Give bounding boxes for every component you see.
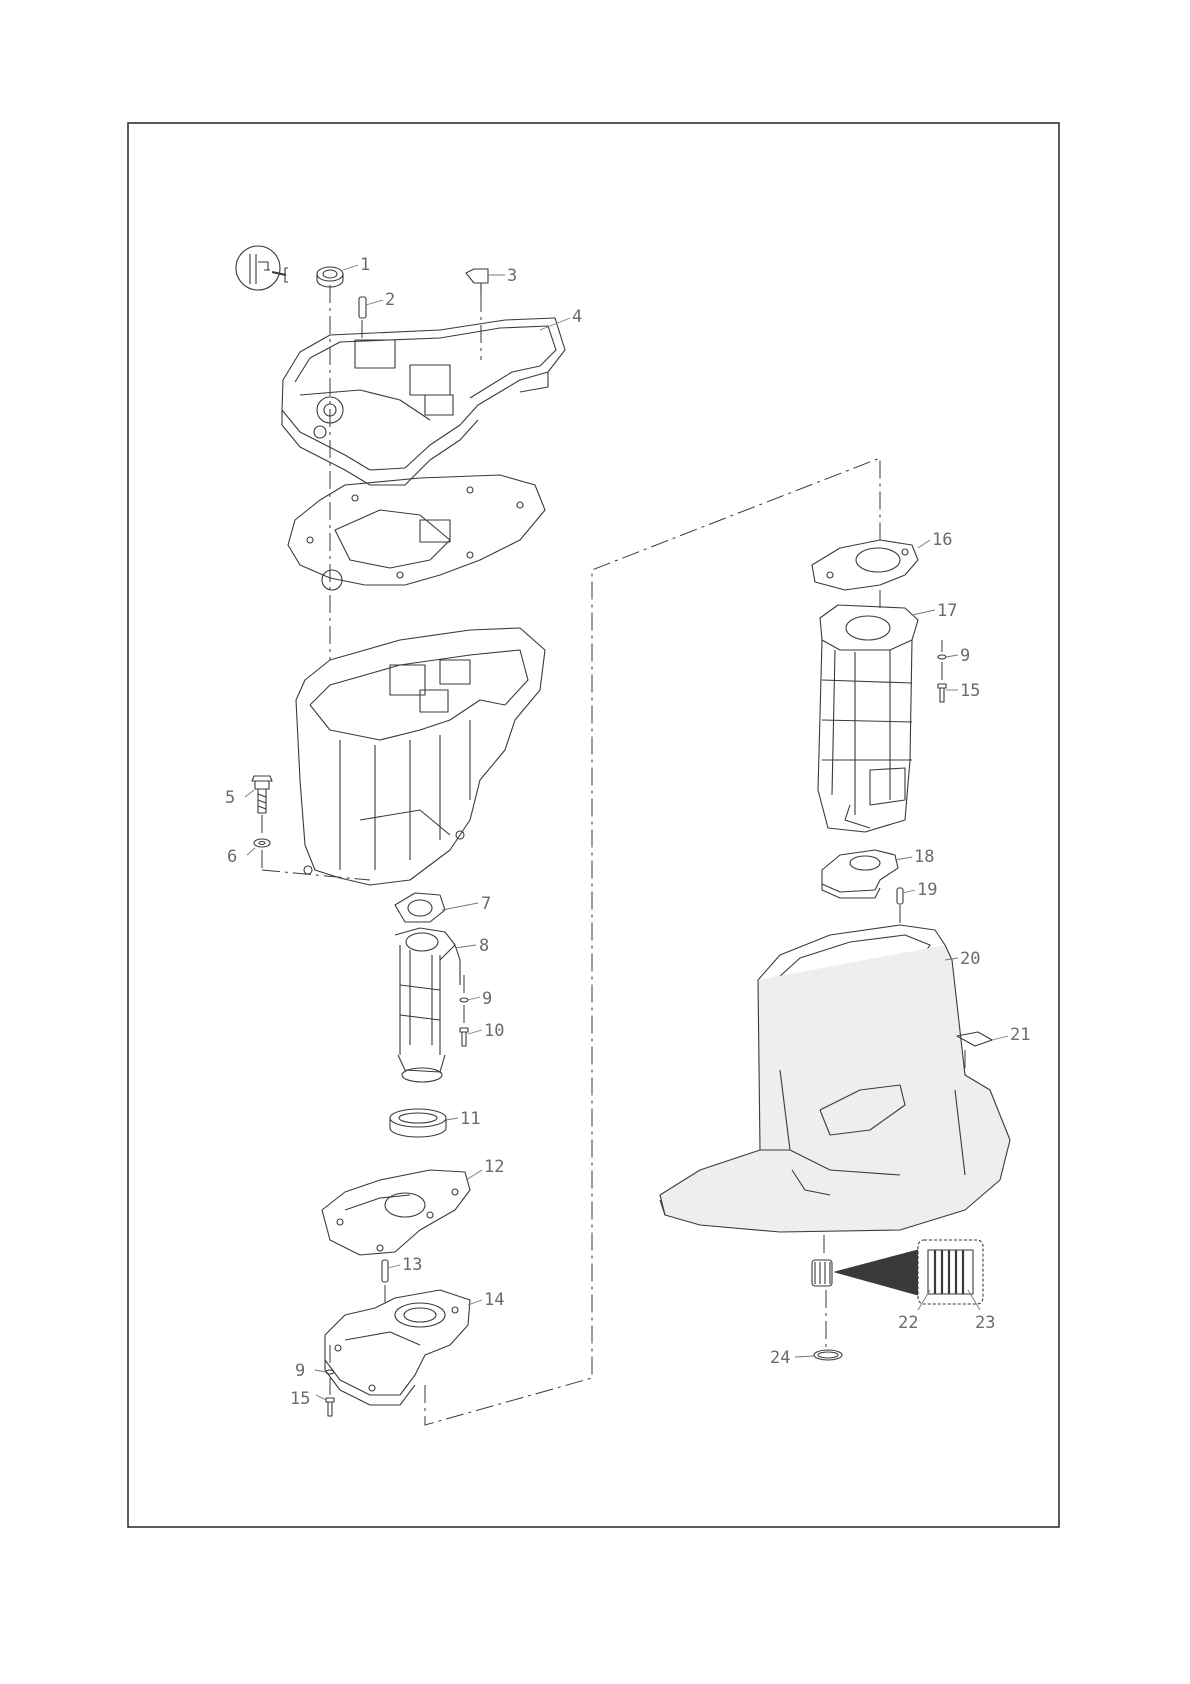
callout-24: 24 [770, 1348, 790, 1368]
callout-9-c: 9 [960, 646, 970, 666]
part-15-screw-a [326, 1398, 334, 1416]
callout-13: 13 [402, 1255, 422, 1275]
part-7-gasket [395, 893, 445, 922]
callout-17: 17 [937, 601, 957, 621]
part-9-washer-a [460, 998, 468, 1002]
part-11-seal [390, 1109, 446, 1137]
callout-19: 19 [917, 880, 937, 900]
housing-upper-casing [296, 628, 545, 885]
part-9-washer-c [938, 655, 946, 659]
callout-1: 1 [360, 255, 370, 275]
callout-9-a: 9 [482, 989, 492, 1009]
callout-6: 6 [227, 847, 237, 867]
callout-10: 10 [484, 1021, 504, 1041]
callout-12: 12 [484, 1157, 504, 1177]
callout-9-b: 9 [295, 1361, 305, 1381]
callout-15-b: 15 [960, 681, 980, 701]
part-10-screw [460, 1028, 468, 1046]
part-1-seal [317, 267, 343, 287]
callout-16: 16 [932, 530, 952, 550]
part-9-washer-b [326, 1370, 334, 1374]
callout-23: 23 [975, 1313, 995, 1333]
callout-21: 21 [1010, 1025, 1030, 1045]
part-13-dowel [382, 1260, 388, 1282]
part-21-anode [957, 1032, 992, 1046]
part-14-lower-plate [325, 1290, 470, 1405]
detail-circle-part-1 [236, 246, 288, 290]
part-16-gasket [812, 540, 918, 590]
part-15-screw-b [938, 684, 946, 702]
callout-5: 5 [225, 788, 235, 808]
callout-labels: 1 2 3 4 5 6 7 8 9 10 11 12 13 14 9 15 16… [225, 255, 1030, 1409]
callout-11: 11 [460, 1109, 480, 1129]
callout-14: 14 [484, 1290, 504, 1310]
part-6-washer [254, 839, 270, 847]
part-12-gasket [322, 1170, 470, 1255]
callout-8: 8 [479, 936, 489, 956]
callout-3: 3 [507, 266, 517, 286]
part-24-circlip [814, 1350, 842, 1360]
part-3-fitting [466, 269, 488, 294]
callout-15-a: 15 [290, 1389, 310, 1409]
part-19-dowel [897, 888, 903, 904]
callout-18: 18 [914, 847, 934, 867]
drawing-frame [128, 123, 1059, 1527]
part-18-seal-plate [822, 850, 898, 898]
callout-4: 4 [572, 307, 582, 327]
part-4-upper-plate [282, 318, 565, 485]
part-17-housing [818, 605, 918, 832]
callout-20: 20 [960, 949, 980, 969]
part-22-23-bearing [812, 1250, 918, 1295]
part-20-lower-casing [660, 925, 1010, 1232]
callout-22: 22 [898, 1313, 918, 1333]
part-2-dowel [359, 297, 366, 318]
upper-gasket [288, 475, 545, 590]
callout-7: 7 [481, 894, 491, 914]
part-5-bolt [252, 776, 272, 813]
part-8-exhaust-tube [395, 928, 460, 1082]
callout-2: 2 [385, 290, 395, 310]
